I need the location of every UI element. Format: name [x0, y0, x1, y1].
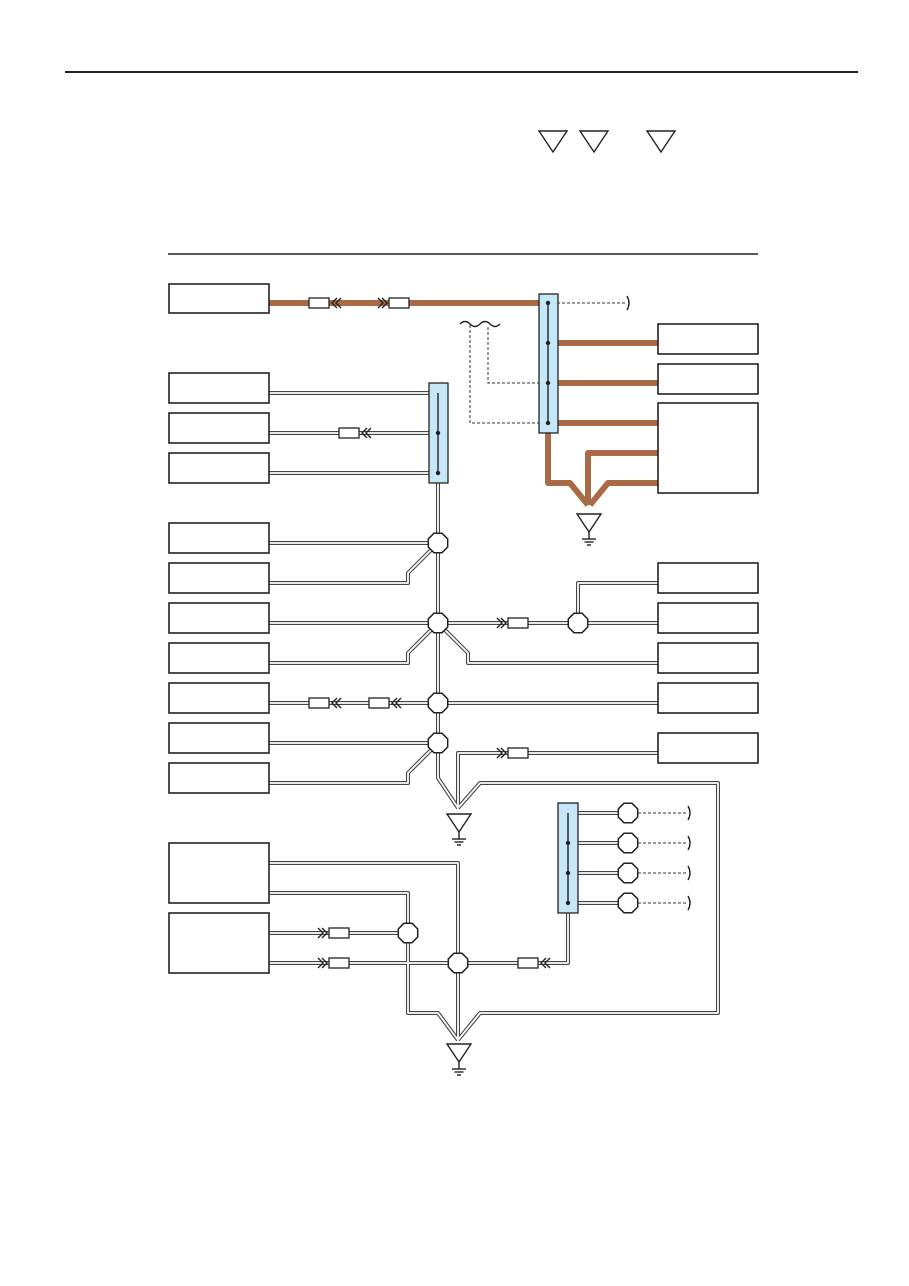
continuation-break: [626, 295, 630, 311]
component-box: [657, 682, 759, 714]
ground-symbol-icon: [445, 813, 473, 846]
inline-connector-icon: [368, 697, 402, 709]
splice-node-icon: [427, 732, 449, 754]
inline-connector-icon: [377, 297, 410, 309]
component-box: [168, 372, 270, 404]
component-box: [168, 452, 270, 484]
wavy-break: [459, 320, 481, 328]
splice-node-icon: [447, 952, 469, 974]
splice-node-icon: [617, 862, 639, 884]
ground-triangle-icon: [645, 130, 677, 154]
component-box: [168, 762, 270, 794]
inline-connector-icon: [317, 927, 350, 939]
component-box: [168, 602, 270, 634]
component-box: [657, 402, 759, 494]
ground-symbol-icon: [445, 1043, 473, 1076]
splice-node-icon: [617, 832, 639, 854]
component-box: [657, 642, 759, 674]
inline-connector-icon: [517, 957, 551, 969]
connector-pins: [435, 300, 571, 906]
component-box: [657, 323, 759, 355]
shielded-wires: [269, 391, 720, 1042]
ground-triangle-icon: [537, 130, 569, 154]
component-box: [168, 562, 270, 594]
splice-node-icon: [427, 612, 449, 634]
legend-symbols: [537, 130, 677, 154]
splice-node-icon: [567, 612, 589, 634]
inline-connector-icon: [496, 617, 529, 629]
component-box: [657, 562, 759, 594]
component-box: [168, 522, 270, 554]
component-box: [168, 842, 270, 904]
component-box: [168, 722, 270, 754]
inline-connector-icon: [496, 747, 529, 759]
ground-symbol-icon: [575, 513, 603, 546]
splice-nodes: [397, 532, 639, 974]
left-components: [168, 283, 270, 974]
inline-connector-icon: [338, 427, 372, 439]
component-box: [657, 602, 759, 634]
inline-connector-icon: [308, 697, 342, 709]
inline-connector-icon: [317, 957, 350, 969]
component-box: [168, 412, 270, 444]
component-box: [168, 912, 270, 974]
inline-connectors: [308, 297, 551, 969]
component-box: [657, 363, 759, 395]
component-box: [168, 642, 270, 674]
ground-triangle-icon: [578, 130, 610, 154]
component-box: [168, 283, 270, 314]
splice-node-icon: [617, 892, 639, 914]
splice-node-icon: [427, 692, 449, 714]
splice-node-icon: [397, 922, 419, 944]
component-box: [657, 732, 759, 764]
wavy-break: [479, 320, 501, 328]
component-box: [168, 682, 270, 714]
right-components: [657, 323, 759, 764]
inline-connector-icon: [308, 297, 342, 309]
dashed-lines: [459, 295, 691, 911]
splice-node-icon: [427, 532, 449, 554]
splice-node-icon: [617, 802, 639, 824]
